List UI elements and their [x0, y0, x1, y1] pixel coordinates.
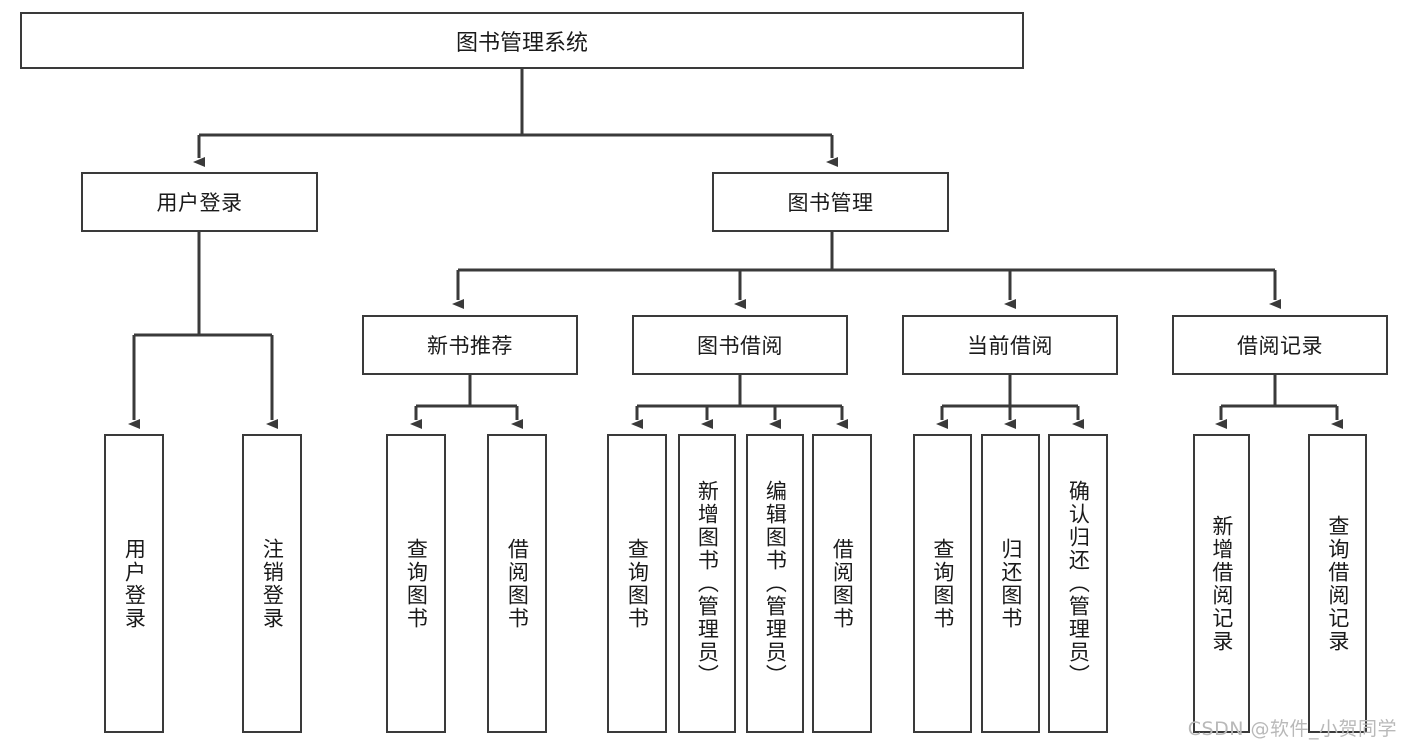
node-label: 图书管理	[787, 191, 874, 215]
node-label: 归还图书	[998, 537, 1023, 630]
node-label: 查询借阅记录	[1325, 514, 1350, 653]
watermark: CSDN @软件_小贺同学	[1187, 718, 1397, 740]
node-leaf-query-borrow-record[interactable]: 查询借阅记录	[1308, 434, 1367, 733]
node-leaf-confirm-return-admin[interactable]: 确认归还（管理员）	[1048, 434, 1108, 733]
node-leaf-add-book-admin[interactable]: 新增图书（管理员）	[678, 434, 736, 733]
node-label: 查询图书	[404, 537, 429, 630]
node-label: 新增图书（管理员）	[695, 480, 720, 687]
node-borrow-record[interactable]: 借阅记录	[1172, 315, 1388, 375]
node-label: 注销登录	[260, 537, 285, 630]
node-label: 用户登录	[156, 191, 243, 215]
node-label: 借阅图书	[505, 537, 530, 630]
node-label: 借阅记录	[1237, 334, 1323, 358]
node-label: 借阅图书	[830, 537, 855, 630]
node-label: 确认归还（管理员）	[1066, 480, 1091, 687]
node-leaf-query-book-1[interactable]: 查询图书	[386, 434, 446, 733]
node-label: 查询图书	[930, 537, 955, 630]
node-leaf-add-borrow-record[interactable]: 新增借阅记录	[1193, 434, 1250, 733]
node-leaf-return-book[interactable]: 归还图书	[981, 434, 1040, 733]
node-label: 新增借阅记录	[1209, 514, 1234, 653]
node-label: 图书借阅	[697, 334, 783, 358]
node-label: 新书推荐	[427, 334, 513, 358]
node-book-borrow[interactable]: 图书借阅	[632, 315, 848, 375]
node-leaf-borrow-book-2[interactable]: 借阅图书	[812, 434, 872, 733]
node-leaf-edit-book-admin[interactable]: 编辑图书（管理员）	[746, 434, 804, 733]
node-label: 当前借阅	[967, 334, 1053, 358]
node-label: 图书管理系统	[455, 30, 588, 56]
node-label: 用户登录	[122, 537, 147, 630]
node-new-book-recommend[interactable]: 新书推荐	[362, 315, 578, 375]
node-leaf-query-book-2[interactable]: 查询图书	[607, 434, 667, 733]
node-root-system[interactable]: 图书管理系统	[20, 12, 1024, 69]
node-book-management[interactable]: 图书管理	[712, 172, 949, 232]
node-user-login[interactable]: 用户登录	[81, 172, 318, 232]
node-leaf-query-book-3[interactable]: 查询图书	[913, 434, 972, 733]
node-leaf-user-login[interactable]: 用户登录	[104, 434, 164, 733]
node-leaf-user-logout[interactable]: 注销登录	[242, 434, 302, 733]
node-label: 查询图书	[625, 537, 650, 630]
node-current-borrow[interactable]: 当前借阅	[902, 315, 1118, 375]
node-label: 编辑图书（管理员）	[763, 480, 788, 687]
node-leaf-borrow-book-1[interactable]: 借阅图书	[487, 434, 547, 733]
